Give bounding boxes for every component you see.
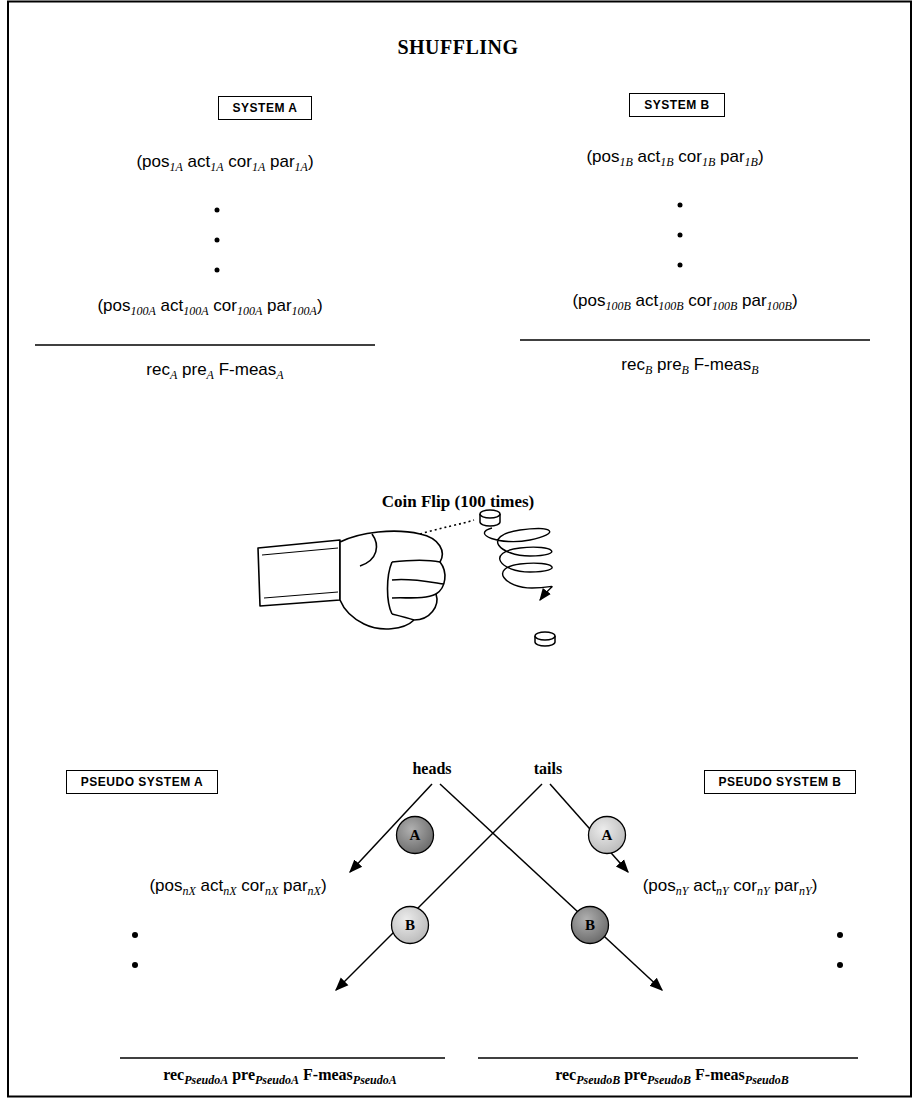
circle-letter: B <box>390 905 430 945</box>
choice-circle: B <box>570 905 610 945</box>
box-label: PSEUDO SYSTEM A <box>81 775 203 789</box>
system-box: PSEUDO SYSTEM B <box>704 770 857 794</box>
circle-letter: B <box>570 905 610 945</box>
box-label: SYSTEM A <box>233 101 298 115</box>
coin <box>480 510 555 646</box>
frame <box>8 2 911 1097</box>
record-row: recB preB F-measB <box>621 355 758 375</box>
record-row: (posnY actnY cornY parnY) <box>643 876 818 896</box>
choice-circle: B <box>390 905 430 945</box>
system-box: SYSTEM A <box>218 96 313 120</box>
choice-circle: A <box>395 815 435 855</box>
record-row: (pos100A act100A cor100A par100A) <box>97 296 322 316</box>
hand-illustration <box>258 520 474 629</box>
spin-spiral <box>484 528 552 600</box>
choice-circle: A <box>587 815 627 855</box>
branch-label: heads <box>410 760 453 778</box>
ellipsis-dots <box>132 203 843 969</box>
shuffle-arrows <box>336 784 662 990</box>
box-label: SYSTEM B <box>644 98 709 112</box>
system-box: SYSTEM B <box>629 93 724 117</box>
record-row: (pos1A act1A cor1A par1A) <box>136 152 313 172</box>
circle-letter: A <box>587 815 627 855</box>
caption-label: Coin Flip (100 times) <box>382 492 535 512</box>
title: SHUFFLING <box>397 36 518 59</box>
record-row: recPseudoA prePseudoA F-measPseudoA <box>163 1066 397 1084</box>
circle-letter: A <box>395 815 435 855</box>
record-row: (pos1B act1B cor1B par1B) <box>586 147 763 167</box>
total-rules <box>35 340 870 1058</box>
record-row: recA preA F-measA <box>146 360 283 380</box>
record-row: (posnX actnX cornX parnX) <box>149 876 326 896</box>
record-row: recPseudoB prePseudoB F-measPseudoB <box>555 1066 789 1084</box>
branch-label: tails <box>532 760 564 778</box>
system-box: PSEUDO SYSTEM A <box>66 770 218 794</box>
record-row: (pos100B act100B cor100B par100B) <box>572 291 797 311</box>
box-label: PSEUDO SYSTEM B <box>719 775 842 789</box>
